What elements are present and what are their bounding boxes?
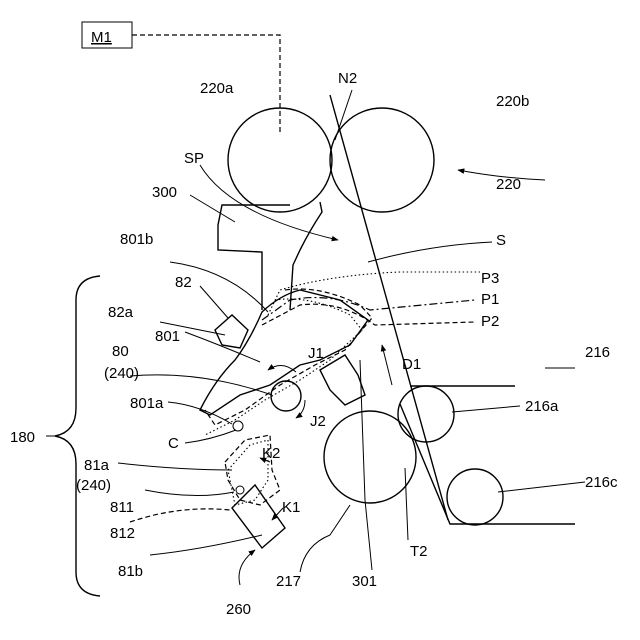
guide-300-left — [218, 205, 290, 310]
label-240-b: (240) — [76, 477, 111, 494]
roller-216a — [398, 386, 454, 442]
label-82a: 82a — [108, 304, 134, 321]
leader-801 — [185, 332, 260, 362]
label-801: 801 — [155, 328, 180, 345]
label-260: 260 — [226, 601, 251, 618]
belt-bottom — [400, 404, 575, 524]
roller-220b — [330, 108, 434, 212]
label-801b: 801b — [120, 231, 153, 248]
label-216c: 216c — [585, 474, 618, 491]
label-sp: SP — [184, 150, 204, 167]
brace-180 — [55, 276, 100, 596]
leader-301 — [360, 360, 372, 570]
label-p1: P1 — [481, 291, 499, 308]
leader-n2 — [335, 90, 352, 140]
leader-216c — [498, 482, 585, 492]
label-d1: D1 — [402, 356, 421, 373]
roller-216c — [447, 469, 503, 525]
label-812: 812 — [110, 525, 135, 542]
label-p2: P2 — [481, 313, 499, 330]
label-240-a: (240) — [104, 365, 139, 382]
leader-81b — [150, 535, 262, 555]
leader-82 — [200, 286, 228, 318]
label-220: 220 — [496, 176, 521, 193]
label-t2: T2 — [410, 543, 428, 560]
label-300: 300 — [152, 184, 177, 201]
label-j1: J1 — [308, 345, 324, 362]
pin-811 — [236, 486, 244, 494]
label-180: 180 — [10, 429, 35, 446]
label-217: 217 — [276, 573, 301, 590]
leader-t2 — [405, 468, 408, 540]
label-80: 80 — [112, 343, 129, 360]
label-82: 82 — [175, 274, 192, 291]
leader-216a — [452, 406, 520, 412]
leader-300 — [190, 195, 235, 222]
leader-s — [368, 242, 492, 262]
path-p3 — [268, 272, 480, 315]
arrow-sp — [200, 165, 338, 240]
leader-801a — [168, 402, 232, 424]
label-811: 811 — [110, 499, 134, 516]
label-220a: 220a — [200, 80, 234, 97]
label-c: C — [168, 435, 179, 452]
label-81a: 81a — [84, 457, 110, 474]
arrow-j2 — [296, 400, 305, 418]
label-k1: K1 — [282, 499, 300, 516]
label-k2: K2 — [262, 445, 280, 462]
leader-217 — [300, 505, 350, 572]
leader-811 — [145, 490, 234, 496]
label-n2: N2 — [338, 70, 357, 87]
pin-801a — [233, 421, 243, 431]
arrow-d1 — [382, 345, 392, 385]
label-301: 301 — [352, 573, 377, 590]
label-216: 216 — [585, 344, 610, 361]
label-s: S — [496, 232, 506, 249]
label-81b: 81b — [118, 563, 143, 580]
label-801a: 801a — [130, 395, 164, 412]
shaft-c — [271, 381, 301, 411]
flap-801 — [200, 290, 368, 415]
roller-217 — [324, 411, 416, 503]
sheet-path-line — [330, 95, 448, 520]
sensor-82 — [215, 315, 248, 348]
leader-81a — [118, 463, 232, 470]
label-j2: J2 — [310, 413, 326, 430]
label-220b: 220b — [496, 93, 529, 110]
arrow-260 — [239, 550, 255, 585]
label-m1: M1 — [91, 29, 112, 46]
label-p3: P3 — [481, 270, 499, 287]
label-216a: 216a — [525, 398, 559, 415]
leader-812 — [130, 509, 230, 522]
